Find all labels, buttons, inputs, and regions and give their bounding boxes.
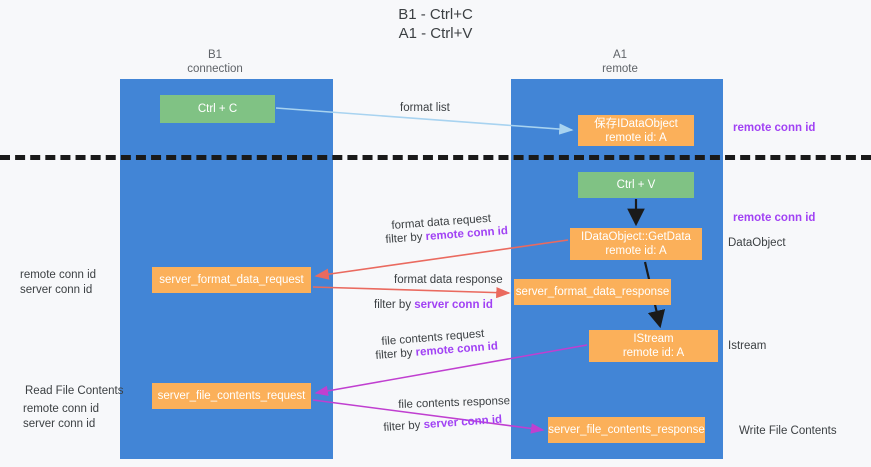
node-ctrl-v-label: Ctrl + V [616, 179, 656, 191]
node-save-idataobject[interactable]: 保存IDataObject remote id: A [578, 115, 694, 146]
filter-prefix-3: filter by [375, 346, 417, 362]
column-header-b1: B1 connection [187, 49, 243, 75]
arrow-file-contents-response [312, 399, 545, 434]
node-server-format-data-request[interactable]: server_format_data_request [152, 267, 311, 293]
node-idataobject-getdata[interactable]: IDataObject::GetData remote id: A [570, 228, 702, 260]
label-format-data-response: format data response [394, 274, 503, 286]
label-left-bot-conn-ids: remote conn id server conn id [23, 402, 99, 432]
label-left-bot-remote: remote conn id [23, 403, 100, 415]
arrow-file-contents-request [314, 344, 588, 397]
label-left-mid-server: server conn id [20, 284, 93, 296]
filter-prefix-4: filter by [383, 419, 425, 434]
node-save-idataobject-title: 保存IDataObject [594, 117, 678, 130]
node-server-format-data-request-label: server_format_data_request [159, 274, 304, 286]
node-server-file-contents-request[interactable]: server_file_contents_request [152, 383, 311, 409]
node-istream-subtitle: remote id: A [622, 347, 685, 359]
label-format-list: format list [400, 102, 450, 114]
filter-prefix-1: filter by [385, 231, 427, 246]
filter-value-2: server conn id [414, 299, 493, 311]
label-istream-side: Istream [728, 340, 767, 352]
page-title: B1 - Ctrl+C A1 - Ctrl+V [398, 6, 473, 42]
filter-prefix-2: filter by [374, 299, 415, 311]
node-istream-title: IStream [633, 333, 674, 345]
label-read-file-contents: Read File Contents [25, 385, 124, 397]
label-left-mid-remote: remote conn id [20, 269, 97, 281]
label-left-mid-conn-ids: remote conn id server conn id [20, 268, 96, 298]
arrow-format-data-request [314, 239, 569, 280]
node-ctrl-c[interactable]: Ctrl + C [160, 95, 275, 123]
label-write-file-contents: Write File Contents [739, 425, 837, 437]
node-istream[interactable]: IStream remote id: A [589, 330, 718, 362]
arrow-format-list [275, 107, 574, 135]
label-remote-conn-id-mid: remote conn id [733, 212, 816, 224]
node-ctrl-c-label: Ctrl + C [197, 103, 238, 115]
section-divider [0, 155, 871, 160]
label-remote-conn-id-top: remote conn id [733, 122, 816, 134]
node-server-file-contents-request-label: server_file_contents_request [157, 390, 306, 402]
label-left-bot-server: server conn id [23, 418, 96, 430]
node-idataobject-getdata-title: IDataObject::GetData [581, 231, 691, 243]
arrow-format-data-response [312, 286, 511, 299]
node-server-format-data-response[interactable]: server_format_data_response [514, 279, 671, 305]
node-save-idataobject-subtitle: remote id: A [605, 131, 667, 144]
node-server-file-contents-response-label: server_file_contents_response [548, 424, 705, 436]
node-ctrl-v[interactable]: Ctrl + V [578, 172, 694, 198]
node-server-format-data-response-label: server_format_data_response [515, 286, 670, 298]
label-filter-by-server-conn-id-1: filter by server conn id [374, 298, 493, 313]
node-idataobject-getdata-subtitle: remote id: A [605, 245, 667, 257]
column-header-a1: A1 remote [602, 49, 638, 75]
node-server-file-contents-response[interactable]: server_file_contents_response [548, 417, 705, 443]
label-dataobject: DataObject [728, 237, 786, 249]
